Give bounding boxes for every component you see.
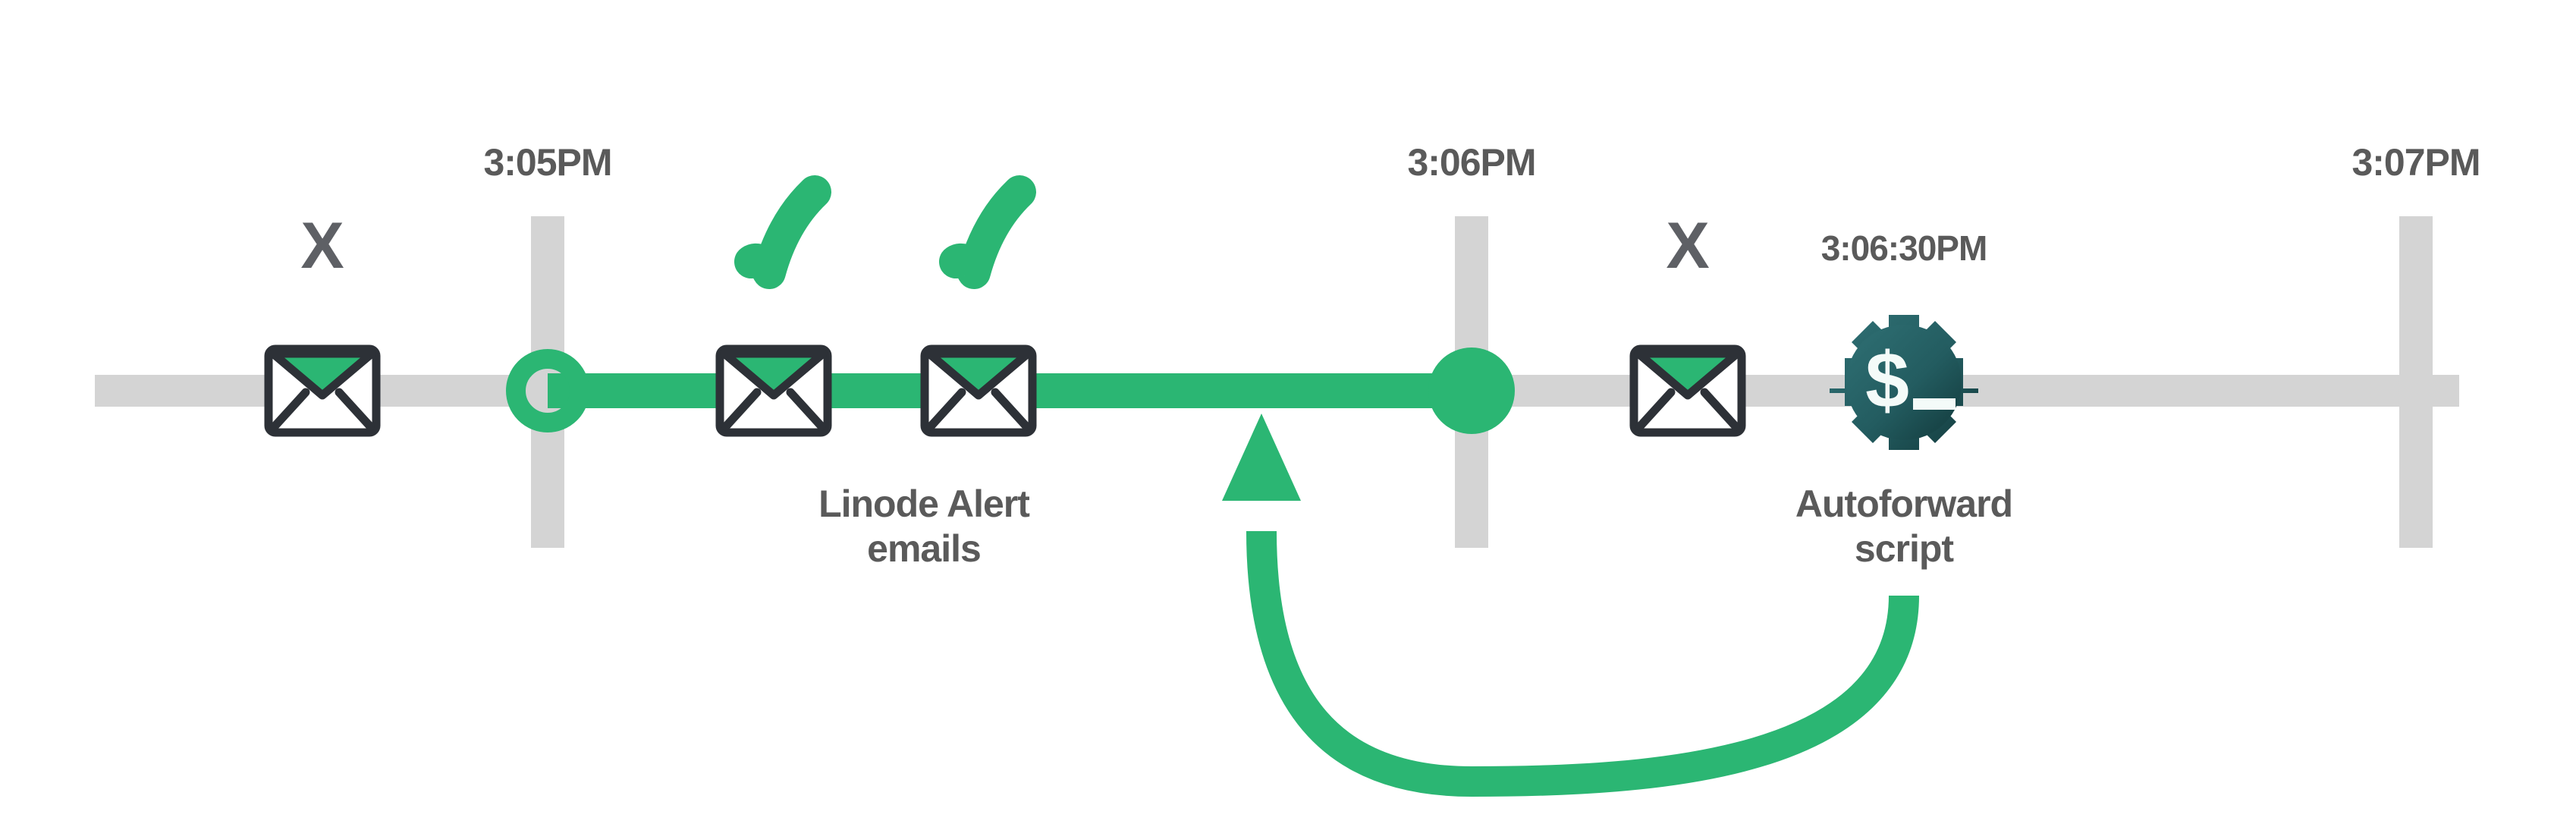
tick-label-3-07pm: 3:07PM: [2351, 141, 2480, 184]
check-stroke: [734, 175, 831, 289]
label-script-time: 3:06:30PM: [1820, 228, 1988, 268]
check-stroke: [939, 175, 1036, 289]
gear-dollar-prompt-icon: $: [1830, 315, 1978, 450]
tick-3-07pm: [2399, 216, 2433, 548]
envelope-flap: [269, 349, 376, 400]
envelope-fold-left: [721, 388, 762, 431]
segment-end-dot: [1428, 348, 1515, 434]
envelope-flap: [1634, 349, 1742, 400]
label-line-1: Autoforward: [1795, 483, 2013, 525]
envelope-flap: [720, 349, 828, 400]
label-line-2: emails: [867, 527, 982, 570]
segment-start-ring: [506, 349, 589, 432]
envelope-fold-right: [335, 388, 375, 431]
envelope-fold-left: [270, 388, 310, 431]
tick-label-3-05pm: 3:05PM: [483, 141, 612, 184]
envelope-icon-blocked-1: [264, 344, 381, 437]
envelope-fold-left: [1635, 388, 1676, 431]
autoforward-feedback-arrow: [1222, 414, 1919, 797]
svg-text:$: $: [1865, 337, 1909, 425]
envelope-icon-delivered-2: [920, 344, 1037, 437]
tick-label-3-06pm: 3:06PM: [1407, 141, 1536, 184]
envelope-icon-delivered-1: [715, 344, 832, 437]
dollar-sign-glyph: $: [1865, 337, 1909, 425]
envelope-fold-right: [1700, 388, 1740, 431]
check-mark-icon-1: [734, 175, 831, 289]
label-autoforward-script: Autoforward script: [1795, 482, 2013, 571]
arrow-curve: [1246, 530, 1919, 797]
envelope-flap: [925, 349, 1032, 400]
x-mark-icon-2: X: [1666, 209, 1710, 282]
check-mark-icon-2: [939, 175, 1036, 289]
envelope-fold-right: [991, 388, 1031, 431]
x-mark-icon-1: X: [300, 209, 344, 282]
envelope-icon-blocked-2: [1629, 344, 1746, 437]
arrow-head: [1222, 414, 1301, 501]
label-line-2: script: [1854, 527, 1954, 570]
label-line-1: Linode Alert: [818, 483, 1030, 525]
envelope-fold-left: [926, 388, 966, 431]
gear-hub: [1846, 325, 1962, 440]
envelope-fold-right: [786, 388, 826, 431]
label-linode-alert-emails: Linode Alert emails: [818, 482, 1030, 571]
prompt-underscore-glyph: [1913, 398, 1956, 410]
